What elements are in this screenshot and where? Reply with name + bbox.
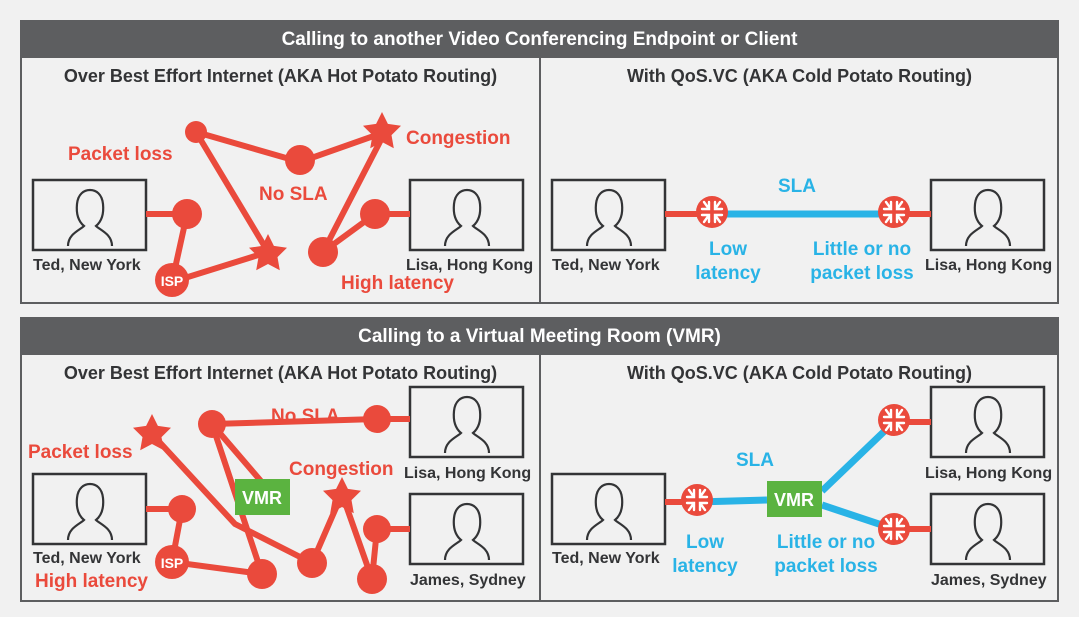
- callee1-name: Lisa, Hong Kong: [925, 465, 1052, 482]
- congestion-label: Congestion: [289, 459, 394, 480]
- little-or-no-label: Little or no: [777, 532, 875, 553]
- monitor-lisa-top-right: [929, 178, 1046, 252]
- no-sla-label: No SLA: [259, 184, 328, 205]
- sla-label: SLA: [778, 176, 816, 197]
- no-sla-label: No SLA: [271, 406, 340, 427]
- bottom-section: Calling to a Virtual Meeting Room (VMR) …: [20, 317, 1059, 602]
- monitor-ted-bottom-right: [550, 472, 667, 546]
- hop-node: [285, 145, 315, 175]
- top-left-heading: Over Best Effort Internet (AKA Hot Potat…: [63, 66, 498, 86]
- top-divider: [539, 58, 541, 302]
- bottom-divider: [539, 355, 541, 600]
- vmr-box: [235, 479, 290, 515]
- monitor-lisa-bottom-right: [929, 385, 1046, 459]
- hop-node: [198, 410, 226, 438]
- packet-loss-label: packet loss: [810, 263, 914, 284]
- bottom-left-diagram: VMR ISP No SLA Packet loss Congestion Hi…: [28, 385, 531, 594]
- latency-label: latency: [672, 556, 738, 577]
- monitor-james-bottom-right: [929, 492, 1046, 566]
- bottom-right-heading: With QoS.VC (AKA Cold Potato Routing): [626, 363, 973, 383]
- top-right-diagram: SLA Low latency Little or no packet loss…: [550, 176, 1052, 284]
- hop-node: [363, 515, 391, 543]
- callee-name: Lisa, Hong Kong: [925, 257, 1052, 274]
- congestion-label: Congestion: [406, 128, 511, 149]
- little-or-no-label: Little or no: [813, 239, 911, 260]
- isp-node: [155, 263, 189, 297]
- hop-node: [297, 548, 327, 578]
- hop-node: [308, 237, 338, 267]
- top-left-diagram: ISP Packet loss No SLA Congestion High l…: [31, 112, 533, 297]
- hop-node: [357, 564, 387, 594]
- caller-name: Ted, New York: [33, 257, 141, 274]
- callee1-name: Lisa, Hong Kong: [404, 465, 531, 482]
- router-icon: [876, 194, 912, 230]
- latency-label: latency: [695, 263, 761, 284]
- router-icon: [876, 402, 912, 438]
- callee-name: Lisa, Hong Kong: [406, 257, 533, 274]
- top-section: Calling to another Video Conferencing En…: [20, 20, 1059, 304]
- top-section-title: Calling to another Video Conferencing En…: [22, 22, 1057, 58]
- callee2-name: James, Sydney: [410, 572, 526, 589]
- caller-name: Ted, New York: [33, 550, 141, 567]
- vmr-label: VMR: [242, 488, 282, 508]
- hop-node: [168, 495, 196, 523]
- monitor-lisa-bottom: [408, 385, 525, 459]
- router-icon: [694, 194, 730, 230]
- isp-label: ISP: [161, 555, 184, 571]
- router-icon: [679, 482, 715, 518]
- packet-loss-label: Packet loss: [68, 144, 173, 165]
- monitor-lisa-top: [408, 178, 525, 252]
- route-hops: [155, 405, 391, 594]
- packet-loss-label: packet loss: [774, 556, 878, 577]
- hop-node: [172, 199, 202, 229]
- sla-label: SLA: [736, 450, 774, 471]
- caller-name: Ted, New York: [552, 257, 660, 274]
- low-label: Low: [686, 532, 724, 553]
- high-latency-label: High latency: [341, 273, 454, 294]
- low-label: Low: [709, 239, 747, 260]
- hop-node: [360, 199, 390, 229]
- bottom-right-diagram: VMR SLA Low latency Little or no packet …: [550, 385, 1052, 589]
- best-effort-route: [146, 126, 410, 287]
- vmr-box: [767, 481, 822, 517]
- monitor-ted-top: [31, 178, 148, 252]
- bottom-section-title: Calling to a Virtual Meeting Room (VMR): [22, 319, 1057, 355]
- hop-node: [185, 121, 207, 143]
- bottom-left-heading: Over Best Effort Internet (AKA Hot Potat…: [63, 363, 498, 383]
- hop-node: [247, 559, 277, 589]
- monitor-ted-top-right: [550, 178, 667, 252]
- high-latency-label: High latency: [35, 571, 148, 592]
- monitor-james-bottom: [408, 492, 525, 566]
- route-hops: [155, 121, 390, 297]
- vmr-label: VMR: [774, 490, 814, 510]
- hop-node: [363, 405, 391, 433]
- callee2-name: James, Sydney: [931, 572, 1047, 589]
- top-right-heading: With QoS.VC (AKA Cold Potato Routing): [626, 66, 973, 86]
- isp-label: ISP: [161, 273, 184, 289]
- packet-loss-label: Packet loss: [28, 442, 133, 463]
- isp-node: [155, 545, 189, 579]
- router-icon: [876, 511, 912, 547]
- caller-name: Ted, New York: [552, 550, 660, 567]
